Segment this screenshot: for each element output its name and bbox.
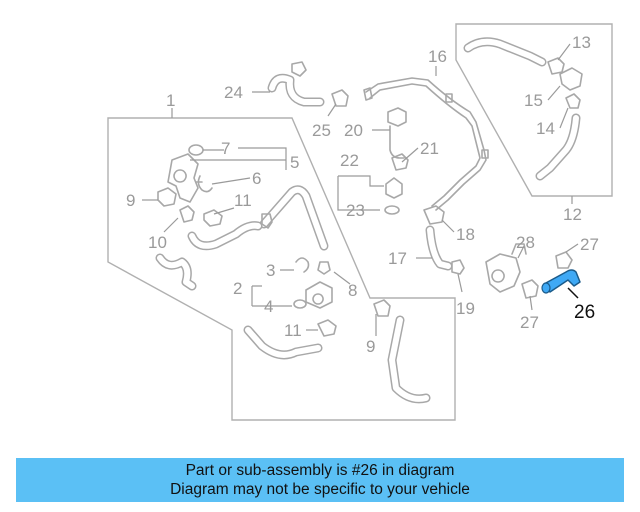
callout-12: 12 xyxy=(563,205,582,224)
clamp-27-upper xyxy=(555,251,573,269)
fitting-18 xyxy=(423,205,445,225)
callout-9-right: 9 xyxy=(366,337,375,356)
thermostat-housing xyxy=(167,153,199,203)
fitting-11-top xyxy=(203,209,223,227)
fitting-11-lower xyxy=(317,319,337,337)
callout-22: 22 xyxy=(340,151,359,170)
pipe-16-brackets xyxy=(363,87,489,159)
callout-7: 7 xyxy=(221,139,230,158)
callout-17: 17 xyxy=(388,249,407,268)
callout-1: 1 xyxy=(166,91,175,110)
water-pump-fitting xyxy=(305,281,333,309)
callout-24: 24 xyxy=(224,83,243,102)
info-banner: Part or sub-assembly is #26 in diagram D… xyxy=(16,458,624,502)
fitting-27-lower xyxy=(521,279,539,299)
callout-20: 20 xyxy=(344,121,363,140)
o-ring-23 xyxy=(384,205,400,215)
callout-9-left: 9 xyxy=(126,191,135,210)
fitting-9-left xyxy=(157,187,177,207)
callout-28: 28 xyxy=(516,233,535,252)
banner-line-2: Diagram may not be specific to your vehi… xyxy=(170,481,470,498)
callout-18: 18 xyxy=(456,225,475,244)
clamp-19 xyxy=(451,259,465,275)
fitting-15 xyxy=(559,67,583,91)
callout-14: 14 xyxy=(536,119,555,138)
callout-6: 6 xyxy=(252,169,261,188)
hose-26-highlighted[interactable] xyxy=(543,269,581,293)
sensor-22 xyxy=(385,177,403,199)
group-box-1 xyxy=(107,117,456,421)
thermostat-28 xyxy=(485,243,527,293)
fitting-21 xyxy=(391,153,409,171)
clamp-6 xyxy=(195,175,213,193)
banner-line-1: Part or sub-assembly is #26 in diagram xyxy=(185,462,455,479)
callout-10: 10 xyxy=(148,233,167,252)
callout-15: 15 xyxy=(524,91,543,110)
pipe-16 xyxy=(365,77,487,211)
callout-16: 16 xyxy=(428,47,447,66)
callout-27-upper: 27 xyxy=(580,235,599,254)
callout-8: 8 xyxy=(348,281,357,300)
hose-26-end xyxy=(541,282,551,294)
clamp-14 xyxy=(565,93,581,109)
parts-diagram: 1 2 3 4 5 6 7 8 9 9 10 11 11 12 13 14 15… xyxy=(107,23,613,421)
fitting-9-right xyxy=(373,299,391,317)
clamp-24-top xyxy=(291,61,307,77)
o-ring-7 xyxy=(188,144,204,156)
fitting-10 xyxy=(179,205,195,223)
callout-5: 5 xyxy=(290,153,299,172)
clamp-3 xyxy=(295,257,310,273)
callout-21: 21 xyxy=(420,139,439,158)
callout-3: 3 xyxy=(266,261,275,280)
callout-26-highlighted: 26 xyxy=(574,302,595,323)
fitting-25 xyxy=(331,89,349,107)
o-ring-4 xyxy=(293,299,307,309)
callout-4: 4 xyxy=(264,297,273,316)
callout-13: 13 xyxy=(572,33,591,52)
callout-11-top: 11 xyxy=(234,191,252,210)
coupler-20 xyxy=(387,107,407,159)
callout-27-lower: 27 xyxy=(520,313,539,332)
callout-2: 2 xyxy=(233,279,242,298)
callout-11-lower: 11 xyxy=(284,321,302,340)
callout-23: 23 xyxy=(346,201,365,220)
clamp-13 xyxy=(547,57,565,75)
fitting-pipe-end xyxy=(261,213,273,229)
callout-25: 25 xyxy=(312,121,331,140)
callout-19: 19 xyxy=(456,299,475,318)
fitting-8 xyxy=(317,261,331,275)
